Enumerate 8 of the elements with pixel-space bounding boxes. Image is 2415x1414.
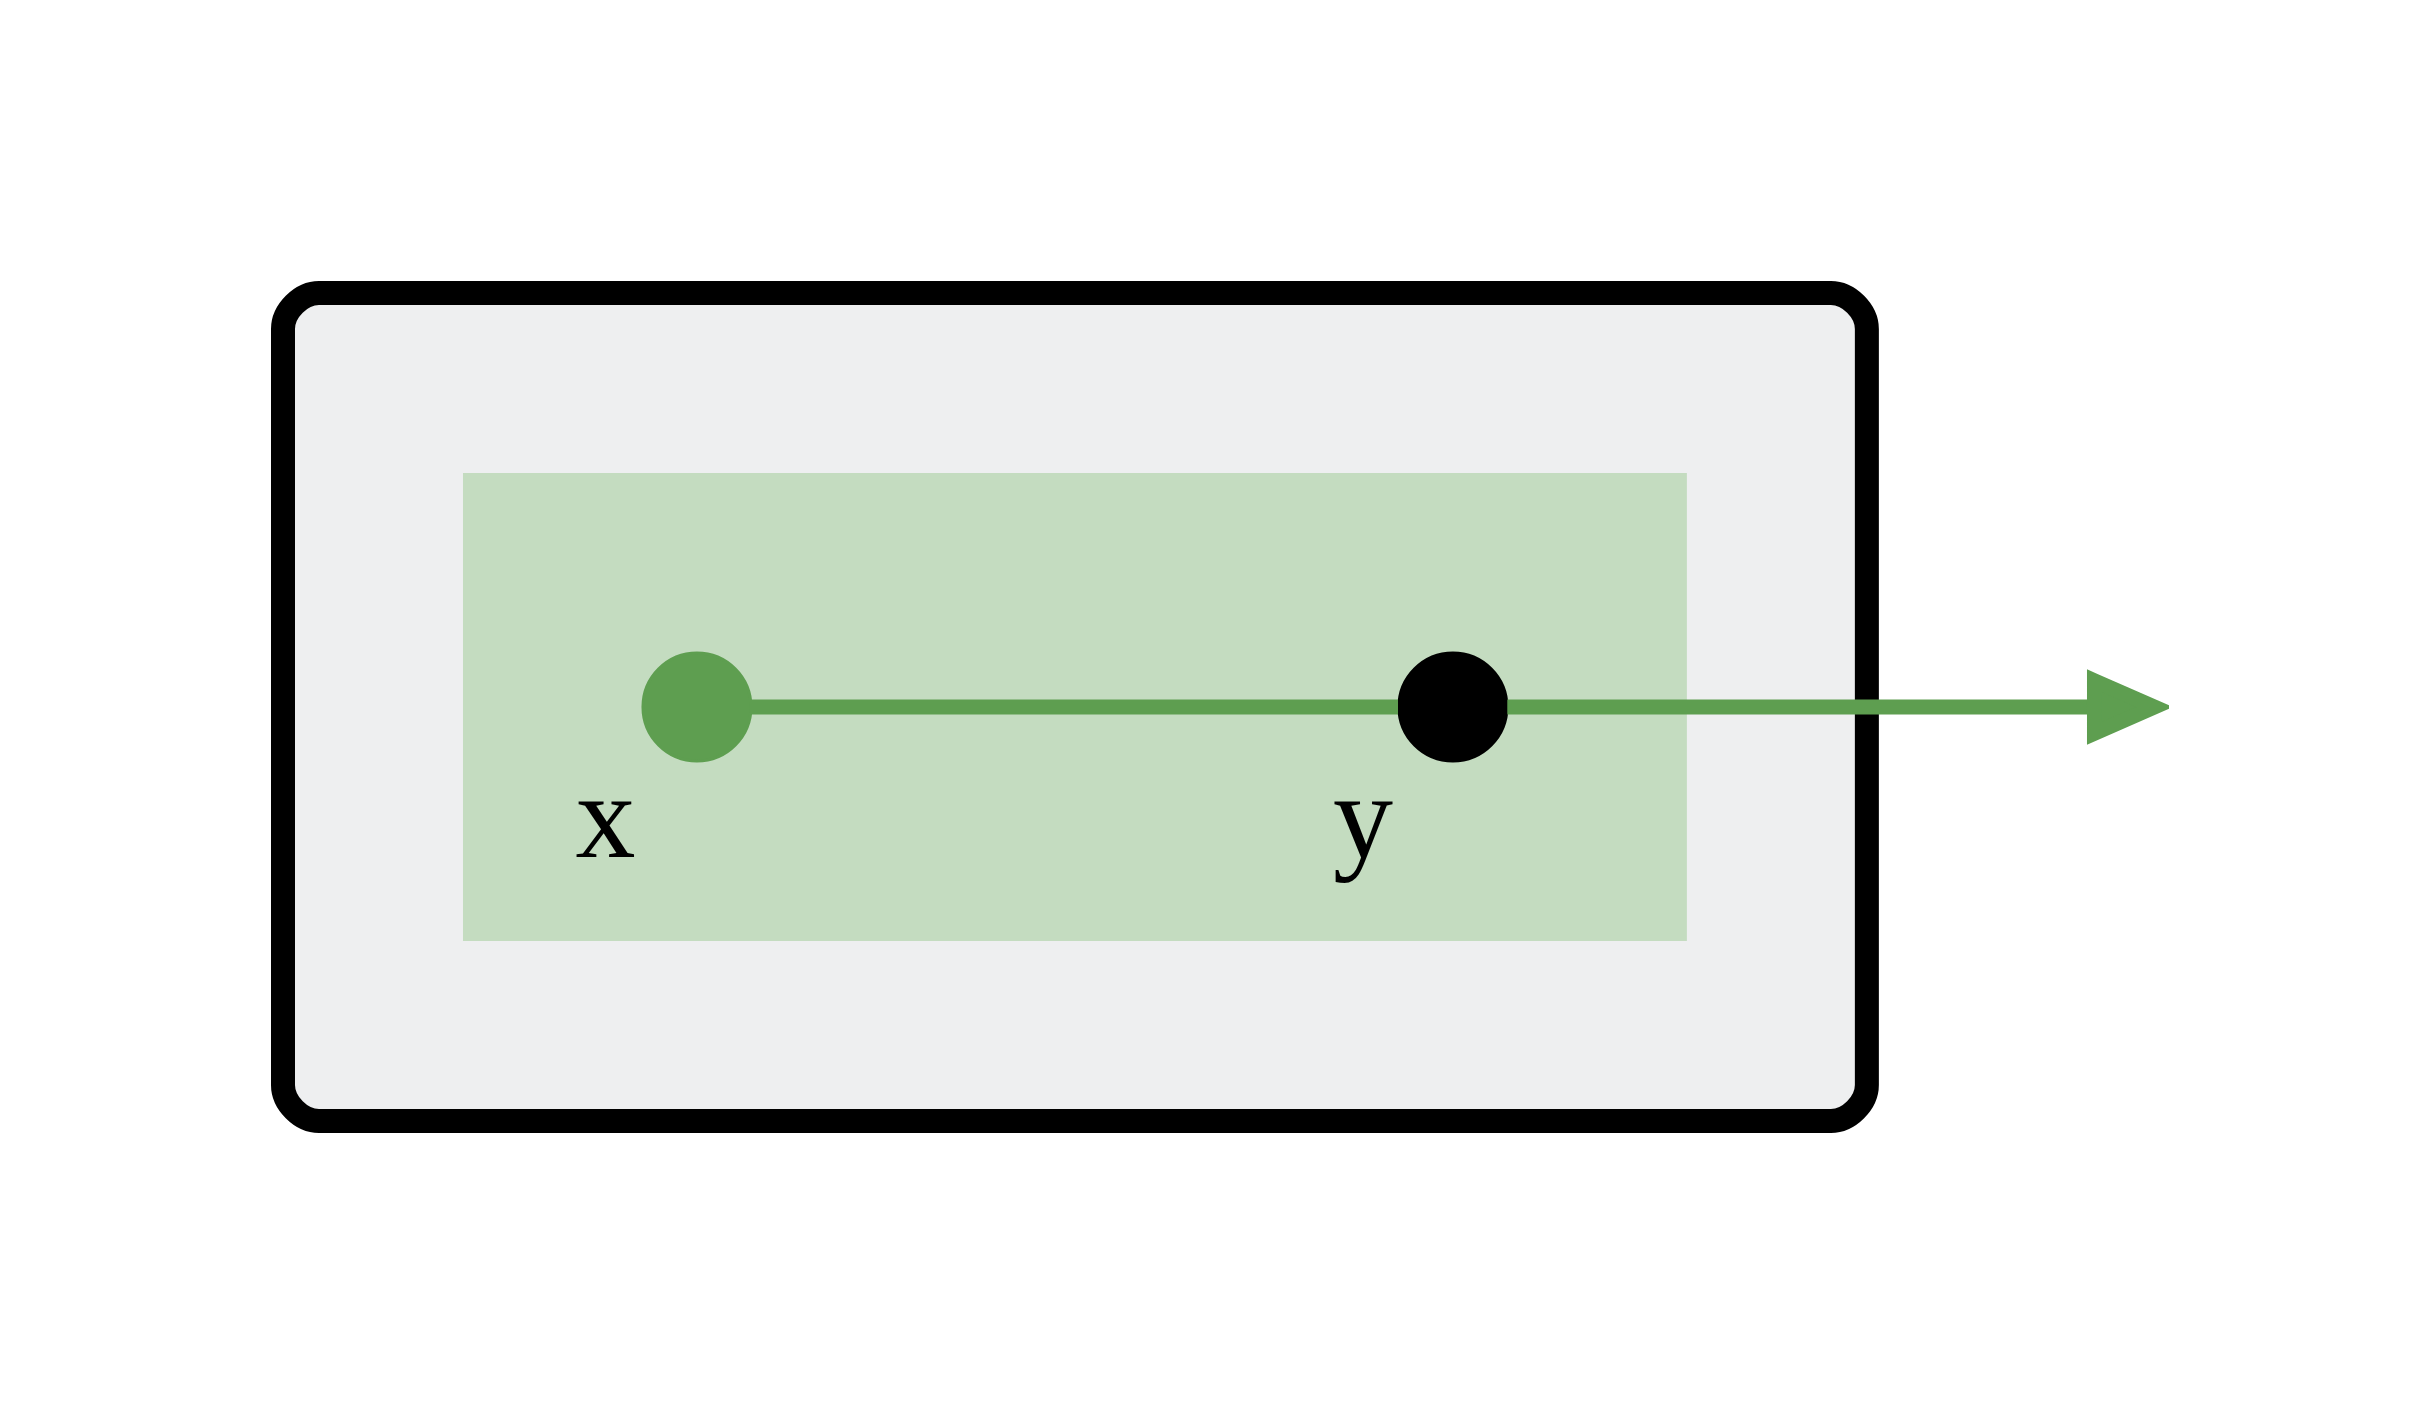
node-label: x	[574, 749, 635, 883]
node-circle	[1396, 651, 1508, 763]
cluster	[270, 281, 1879, 1133]
connector	[751, 699, 1398, 715]
node-label: y	[1332, 749, 1393, 883]
arrow	[1506, 669, 2169, 745]
cluster	[462, 473, 1687, 941]
node-circle	[640, 651, 752, 763]
